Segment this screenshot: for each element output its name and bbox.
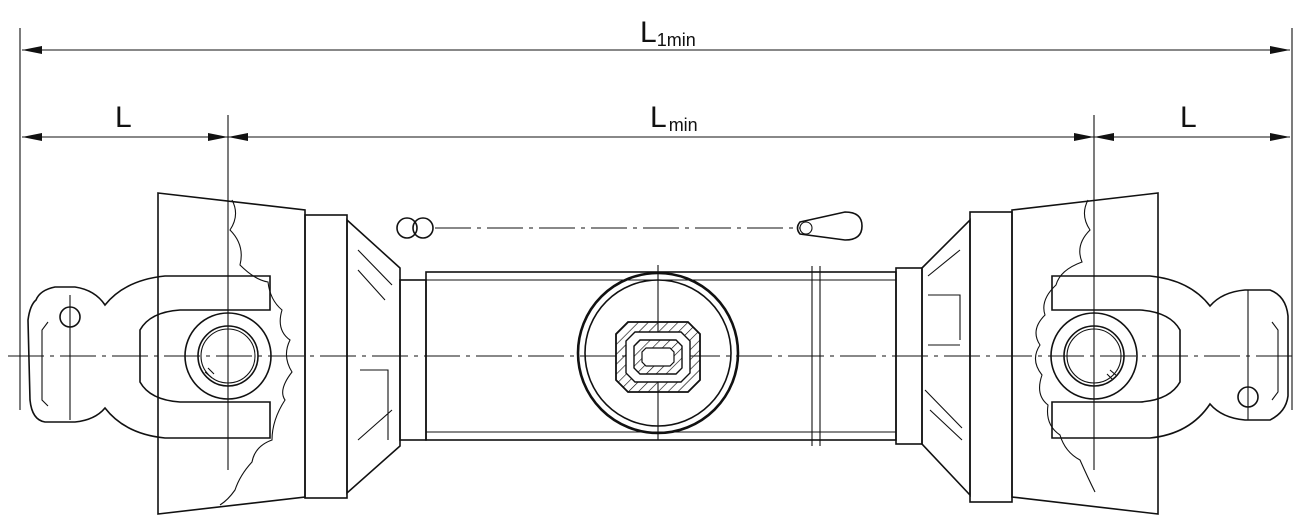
chain-link-2 [412,217,434,239]
right-guard-inner-lines [924,249,963,441]
left-yoke-outline [27,275,271,439]
dimension-left-end: L [22,101,228,141]
right-guard-outline [1011,192,1159,515]
dimension-overall: L1min [19,16,1293,410]
chain-hook [796,211,863,241]
left-guard-inner-lines [357,249,393,441]
left-guard-taper [346,218,401,495]
centre-tube [425,265,897,446]
right-yoke-shaft-end [1271,321,1279,401]
right-circlip [1106,369,1118,381]
left-guard-break-line [219,199,293,506]
left-yoke-shaft-end [41,321,49,407]
chain-link-1 [396,217,418,239]
dimension-right-end: L [1094,101,1290,141]
left-yoke [27,275,272,439]
right-cross-bearing-inner [1063,325,1125,387]
left-cross-bearing-outer [184,312,272,400]
left-guard-outline [157,192,306,515]
profile-section-core [641,347,675,367]
right-cross-bearing-outer [1050,312,1138,400]
tube-break-marks [811,266,821,446]
right-cross-bearing-ring [1066,328,1122,384]
left-guard [157,192,427,515]
left-cross-bearing-inner [197,325,259,387]
dimension-label-overall: L1min [640,16,696,50]
right-yoke-outline [1051,275,1289,439]
right-guard-collar [969,211,1013,503]
left-circlip [204,367,215,379]
right-guard [895,192,1159,515]
left-cross-bearing-ring [200,328,256,384]
dimension-label-right-end: L [1180,101,1197,134]
safety-chain [396,211,863,241]
right-yoke [1050,275,1289,439]
right-guard-break-line [1034,199,1096,493]
left-tube-coupling [399,279,427,441]
dimension-label-left-end: L [115,101,132,134]
chain-hook-eye [799,221,813,235]
